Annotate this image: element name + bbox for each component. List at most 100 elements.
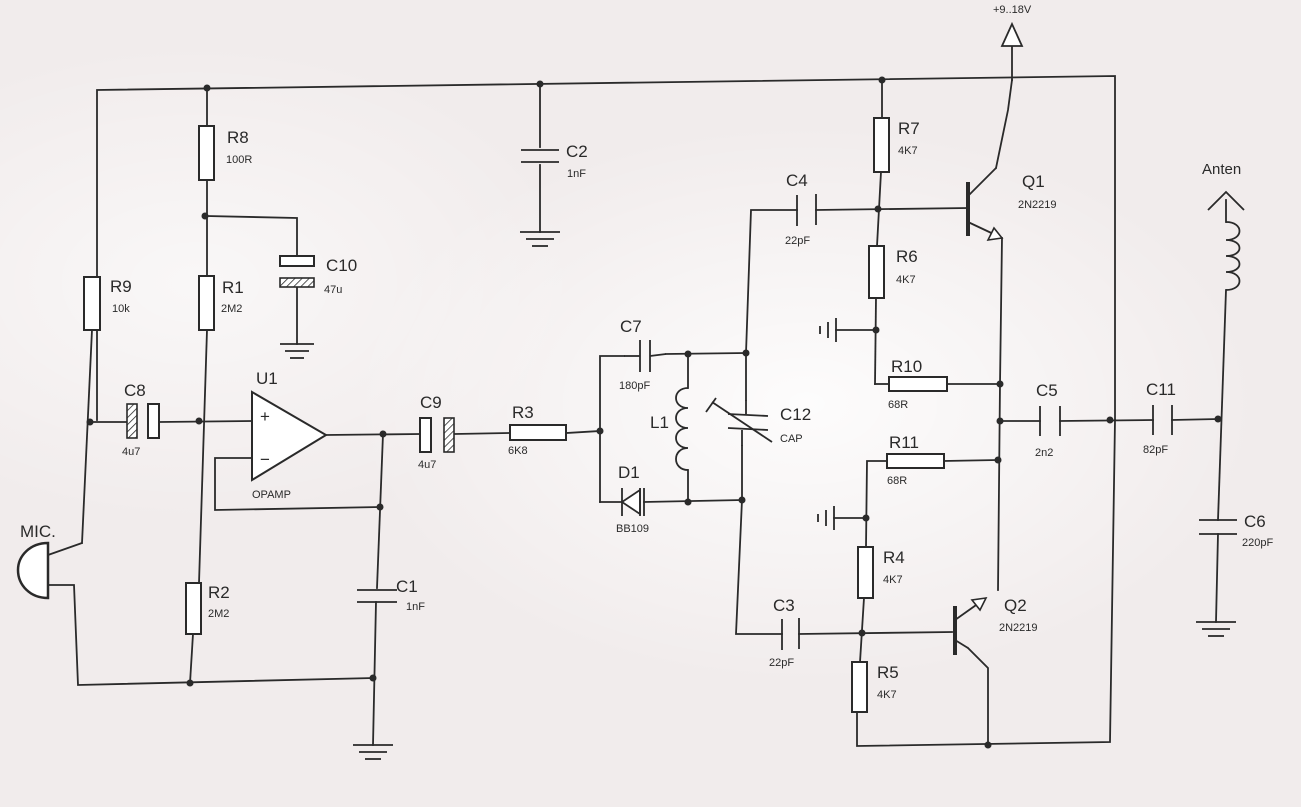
supply-arrow-icon [1000, 21, 1024, 47]
c10-value: 47u [324, 284, 342, 296]
r4-ref: R4 [883, 548, 905, 567]
q1-value: 2N2219 [1018, 199, 1057, 211]
c2-value: 1nF [567, 168, 586, 180]
c10-ref: C10 [326, 256, 357, 275]
c3-value: 22pF [769, 657, 794, 669]
resistor-r1: R1 2M2 [198, 275, 244, 331]
transistor-q1: Q1 2N2219 [966, 167, 1057, 242]
c4-value: 22pF [785, 235, 810, 247]
varicap-diode-d1: D1 BB109 [616, 463, 649, 535]
capacitor-c1: C1 1nF [357, 577, 425, 613]
ground-icon [520, 231, 560, 247]
wire [874, 297, 877, 385]
antenna-label: Anten [1202, 161, 1241, 178]
c2-ref: C2 [566, 142, 588, 161]
wires [47, 45, 1227, 747]
capacitor-c11: C11 82pF [1143, 380, 1176, 456]
wire [159, 420, 253, 423]
r5-value: 4K7 [877, 689, 897, 701]
r6-value: 4K7 [896, 274, 916, 286]
resistor-r11: R11 68R [886, 433, 945, 487]
c5-ref: C5 [1036, 381, 1058, 400]
wire [943, 459, 999, 462]
resistor-r5: R5 4K7 [851, 661, 899, 713]
r2-value: 2M2 [208, 608, 229, 620]
wire [643, 499, 743, 503]
r10-ref: R10 [891, 357, 922, 376]
r8-ref: R8 [227, 128, 249, 147]
capacitor-c2: C2 1nF [521, 142, 588, 180]
wire [565, 430, 601, 434]
u1-ref: U1 [256, 369, 278, 388]
resistor-r8: R8 100R [198, 125, 252, 181]
opamp-minus-sign: − [260, 450, 270, 469]
capacitor-c10: C10 47u [279, 255, 357, 296]
capacitor-c6: C6 220pF [1199, 512, 1273, 549]
l1-ref: L1 [650, 413, 669, 432]
r7-value: 4K7 [898, 145, 918, 157]
c3-ref: C3 [773, 596, 795, 615]
r9-ref: R9 [110, 277, 132, 296]
r7-ref: R7 [898, 119, 920, 138]
wire [376, 433, 384, 589]
wire [1217, 289, 1227, 521]
capacitor-c4: C4 22pF [785, 171, 817, 247]
r11-value: 68R [887, 475, 907, 487]
r2-ref: R2 [208, 583, 230, 602]
wire [815, 207, 969, 211]
resistor-r6: R6 4K7 [868, 245, 918, 299]
wire [1215, 533, 1219, 623]
capacitor-c9: C9 4u7 [418, 393, 455, 471]
d1-ref: D1 [618, 463, 640, 482]
microphone-icon: MIC. [16, 522, 83, 600]
r5-ref: R5 [877, 663, 899, 682]
capacitor-c5: C5 2n2 [1035, 381, 1061, 459]
c8-value: 4u7 [122, 446, 140, 458]
wire [325, 433, 421, 436]
c11-value: 82pF [1143, 444, 1168, 456]
c1-ref: C1 [396, 577, 418, 596]
c7-ref: C7 [620, 317, 642, 336]
c12-value: CAP [780, 433, 803, 445]
wire [47, 584, 374, 686]
resistor-r4: R4 4K7 [857, 546, 905, 599]
resistor-r7: R7 4K7 [873, 117, 920, 173]
wire [994, 78, 1014, 170]
q2-ref: Q2 [1004, 596, 1027, 615]
resistor-r2: R2 2M2 [185, 582, 230, 635]
r8-value: 100R [226, 154, 252, 166]
c7-value: 180pF [619, 380, 650, 392]
wire [1171, 418, 1219, 421]
r10-value: 68R [888, 399, 908, 411]
inductor-l1: L1 [650, 387, 689, 471]
opamp-u1: U1 + − OPAMP [251, 369, 328, 501]
wire [735, 499, 783, 635]
wire [189, 633, 194, 684]
wire [1059, 419, 1154, 422]
r6-ref: R6 [896, 247, 918, 266]
d1-value: BB109 [616, 523, 649, 535]
ground-icon [819, 318, 837, 342]
capacitor-c12: C12 CAP [705, 397, 811, 446]
r1-value: 2M2 [221, 303, 242, 315]
wire [198, 329, 208, 584]
r1-ref: R1 [222, 278, 244, 297]
opamp-plus-sign: + [260, 407, 270, 426]
wire [454, 432, 511, 435]
wire [665, 352, 747, 355]
ground-icon [280, 343, 314, 359]
u1-type: OPAMP [252, 489, 291, 501]
wire [966, 646, 989, 746]
ground-icon [817, 506, 835, 530]
mic-label: MIC. [20, 522, 56, 541]
r9-value: 10k [112, 303, 130, 315]
c9-value: 4u7 [418, 459, 436, 471]
c6-ref: C6 [1244, 512, 1266, 531]
c4-ref: C4 [786, 171, 808, 190]
capacitor-c3: C3 22pF [769, 596, 800, 669]
capacitor-c8: C8 4u7 [122, 381, 160, 458]
q1-ref: Q1 [1022, 172, 1045, 191]
c12-ref: C12 [780, 405, 811, 424]
